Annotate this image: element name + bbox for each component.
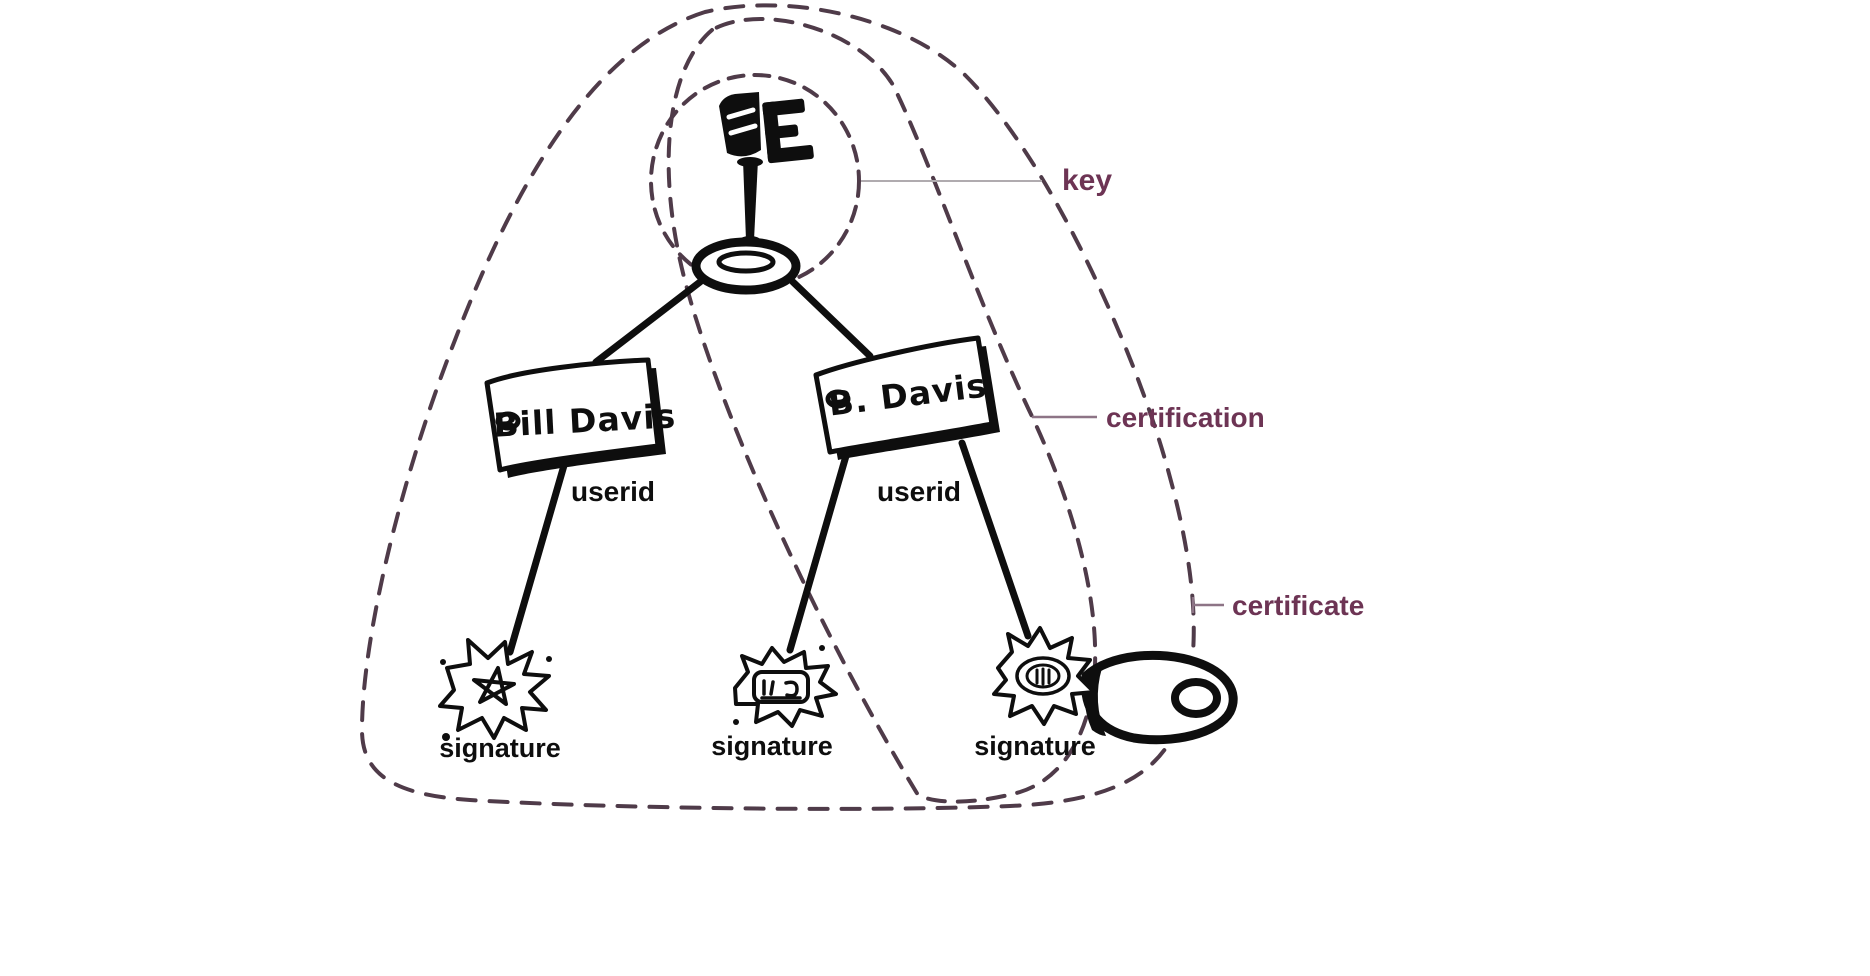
userid-tag-bill-davis-name: Bill Davis	[493, 396, 677, 445]
key-annotation-label: key	[1062, 164, 1112, 197]
userid1-type-label: userid	[571, 476, 655, 507]
stamp-left-shade	[1084, 668, 1106, 736]
edge-userid1-to-signature1	[506, 458, 569, 656]
key-ring-inner	[716, 250, 776, 274]
userid-tag-b-davis-body	[813, 335, 995, 455]
signature-blob-2-dot-a	[819, 645, 825, 651]
edge-key-to-userid2	[789, 278, 874, 360]
certificate-outline	[359, 3, 1196, 811]
edge-userid2-to-signature3	[958, 439, 1032, 640]
signature-blob-1-burst	[438, 638, 551, 740]
signature-blob-1-dot-a	[442, 733, 450, 741]
signature-blob-2	[733, 645, 838, 728]
signature-blob-1	[438, 638, 552, 741]
signature-blob-1-dot-c	[440, 659, 446, 665]
key-collar-top	[737, 157, 763, 167]
key-bit-e	[762, 98, 814, 164]
signature-blob-2-plate	[752, 670, 810, 704]
signature-blob-2-marks	[760, 679, 802, 700]
edges	[506, 278, 1032, 656]
key-bit-flag	[719, 92, 761, 157]
key-bit-flag-stripe2	[728, 123, 758, 136]
signature-blob-3-ticks	[1035, 667, 1051, 686]
stamp-body	[1081, 650, 1238, 745]
certificate-annotation-label: certificate	[1232, 590, 1364, 621]
signature-blob-3-ring-mid	[1025, 663, 1061, 689]
userid-tag-bill-davis-hole	[495, 411, 521, 431]
userid-tag-b-davis-hole	[825, 389, 851, 409]
stamp-icon	[1081, 650, 1238, 745]
userid-tag-b-davis: B. Davis	[813, 335, 1000, 460]
signature-blob-3	[992, 626, 1096, 726]
edge-userid2-to-signature2	[786, 445, 852, 654]
signature-blob-3-ring-outer	[1015, 656, 1071, 696]
key-shaft	[743, 160, 758, 240]
signature1-label: signature	[439, 733, 561, 763]
stamp-hole	[1171, 678, 1221, 718]
signature-blob-1-dot-b	[546, 656, 552, 662]
edge-key-to-userid1	[592, 278, 704, 366]
signature2-label: signature	[711, 731, 833, 761]
userid-tag-bill-davis-body	[484, 357, 661, 473]
signature-blob-2-dot-b	[733, 719, 739, 725]
signature3-label: signature	[974, 731, 1096, 761]
signature-blob-2-burst	[733, 646, 838, 728]
certification-outline	[666, 16, 1098, 804]
signature-blob-1-scribble	[472, 666, 516, 706]
certification-annotation-label: certification	[1106, 402, 1265, 433]
userid-tag-bill-davis: Bill Davis	[484, 357, 677, 478]
key-icon	[691, 92, 814, 295]
key-bit-flag-stripe1	[726, 107, 756, 120]
userid2-type-label: userid	[877, 476, 961, 507]
